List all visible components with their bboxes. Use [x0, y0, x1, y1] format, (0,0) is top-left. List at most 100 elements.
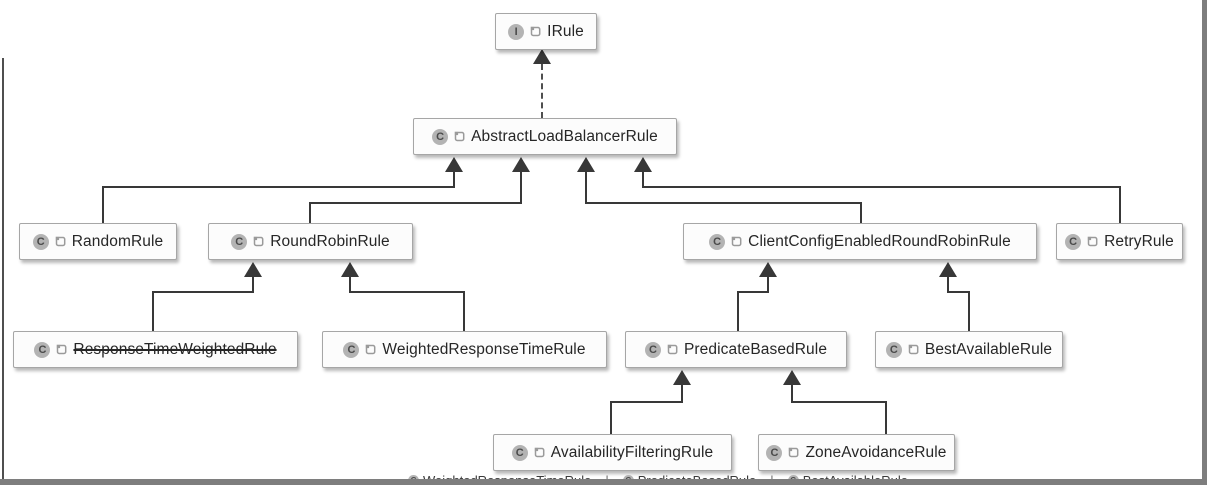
- frame-border-left: [2, 58, 4, 479]
- class-node-responsetimeweightedrule[interactable]: C ResponseTimeWeightedRule: [13, 331, 298, 368]
- edge-segment: [152, 291, 154, 331]
- inheritance-arrowhead: [577, 157, 595, 172]
- class-name-label: AbstractLoadBalancerRule: [471, 127, 658, 145]
- class-node-predicatebasedrule[interactable]: C PredicateBasedRule: [625, 331, 847, 368]
- class-icon: C: [432, 128, 449, 145]
- edge-segment: [885, 401, 887, 434]
- footer-item[interactable]: C WeightedResponseTimeRule: [408, 473, 591, 479]
- class-node-zoneavoidancerule[interactable]: C ZoneAvoidanceRule: [758, 434, 955, 471]
- edge-segment: [1119, 186, 1121, 223]
- footer-separator: |: [605, 473, 608, 479]
- class-node-retryrule[interactable]: C RetryRule: [1056, 223, 1183, 260]
- inheritance-arrowhead: [673, 370, 691, 385]
- edge-segment: [642, 186, 1121, 188]
- inheritance-arrowhead: [783, 370, 801, 385]
- class-node-weightedresponsetimerule[interactable]: C WeightedResponseTimeRule: [322, 331, 607, 368]
- edge-segment: [102, 186, 455, 188]
- edge-segment: [463, 291, 465, 331]
- class-name-label: WeightedResponseTimeRule: [382, 340, 586, 358]
- key-icon: [1087, 236, 1098, 247]
- class-name-label: ResponseTimeWeightedRule: [73, 340, 277, 358]
- edge-segment: [860, 202, 862, 223]
- class-name-label: ZoneAvoidanceRule: [805, 443, 947, 461]
- edge-segment: [968, 291, 970, 331]
- class-node-roundrobinrule[interactable]: C RoundRobinRule: [208, 223, 413, 260]
- edge-segment: [152, 291, 254, 293]
- inheritance-arrowhead: [244, 262, 262, 277]
- footer-item-label: PredicateBasedRule: [638, 473, 757, 479]
- class-icon: C: [1065, 233, 1082, 250]
- class-icon: C: [644, 341, 661, 358]
- class-icon: C: [622, 475, 634, 479]
- edge-segment: [947, 277, 949, 293]
- class-icon: C: [885, 341, 902, 358]
- edge-segment: [767, 277, 769, 293]
- class-icon: C: [408, 475, 419, 479]
- edge-segment: [585, 172, 587, 204]
- key-icon: [253, 236, 264, 247]
- class-icon: C: [787, 475, 799, 479]
- edge-segment: [737, 291, 769, 293]
- class-name-label: AvailabilityFilteringRule: [550, 443, 714, 461]
- edge-segment: [453, 172, 455, 188]
- footer-item-label: WeightedResponseTimeRule: [423, 473, 591, 479]
- class-node-irule[interactable]: I IRule: [495, 13, 597, 50]
- frame-border-right: [1202, 0, 1207, 485]
- edge-segment: [349, 277, 351, 293]
- key-icon: [534, 447, 545, 458]
- class-name-label: RoundRobinRule: [270, 232, 390, 250]
- edge-segment: [737, 291, 739, 331]
- key-icon: [667, 344, 678, 355]
- edge-segment: [520, 172, 522, 204]
- footer-item[interactable]: C BestAvailableRule: [787, 473, 908, 479]
- class-icon: C: [511, 444, 528, 461]
- inheritance-arrowhead: [759, 262, 777, 277]
- class-icon: C: [766, 444, 783, 461]
- edge-segment: [947, 291, 970, 293]
- class-icon: C: [34, 341, 51, 358]
- edge-segment: [791, 385, 793, 403]
- edge-segment: [102, 186, 104, 223]
- key-icon: [530, 26, 541, 37]
- edge-segment: [585, 202, 862, 204]
- class-node-randomrule[interactable]: C RandomRule: [19, 223, 177, 260]
- class-name-label: PredicateBasedRule: [683, 340, 828, 358]
- key-icon: [57, 344, 67, 355]
- class-node-abstractloadbalancerrule[interactable]: C AbstractLoadBalancerRule: [413, 118, 677, 155]
- class-node-availabilityfilteringrule[interactable]: C AvailabilityFilteringRule: [493, 434, 732, 471]
- edge-segment: [349, 291, 465, 293]
- key-icon: [366, 344, 376, 355]
- inheritance-arrowhead: [512, 157, 530, 172]
- key-icon: [789, 447, 799, 458]
- key-icon: [908, 344, 919, 355]
- inheritance-arrowhead: [634, 157, 652, 172]
- edge-segment: [610, 401, 683, 403]
- class-name-label: RetryRule: [1104, 232, 1174, 250]
- class-icon: C: [709, 233, 726, 250]
- footer-item[interactable]: C PredicateBasedRule: [622, 473, 757, 479]
- frame-border-bottom: [0, 479, 1207, 485]
- class-icon: C: [343, 341, 360, 358]
- edge-segment: [610, 401, 612, 434]
- edge-segment: [309, 202, 522, 204]
- class-node-bestavailablerule[interactable]: C BestAvailableRule: [875, 331, 1063, 368]
- class-name-label: ClientConfigEnabledRoundRobinRule: [748, 232, 1011, 250]
- class-name-label: RandomRule: [71, 232, 164, 250]
- inheritance-arrowhead: [939, 262, 957, 277]
- edge-segment: [791, 401, 887, 403]
- clipped-footer-row: C WeightedResponseTimeRule | C Predicate…: [408, 473, 1008, 479]
- key-icon: [454, 131, 465, 142]
- class-node-clientconfigenabledroundrobinrule[interactable]: C ClientConfigEnabledRoundRobinRule: [683, 223, 1037, 260]
- edge-segment: [309, 202, 311, 223]
- key-icon: [731, 236, 742, 247]
- footer-separator: |: [770, 473, 773, 479]
- interface-icon: I: [508, 23, 525, 40]
- footer-item-label: BestAvailableRule: [803, 473, 908, 479]
- class-icon: C: [32, 233, 49, 250]
- inheritance-arrowhead: [533, 49, 551, 64]
- edge-segment: [642, 172, 644, 188]
- edge-segment: [681, 385, 683, 403]
- inheritance-arrowhead: [445, 157, 463, 172]
- edge-segment: [252, 277, 254, 293]
